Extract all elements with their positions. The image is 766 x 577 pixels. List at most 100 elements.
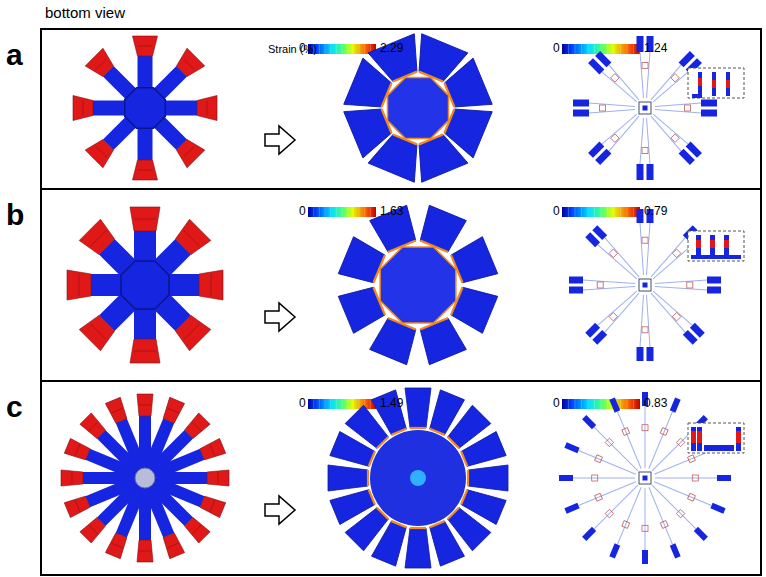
colorbar-tick xyxy=(319,44,320,54)
panel-segment xyxy=(425,519,464,566)
colorbar-tick xyxy=(607,399,608,409)
hinge xyxy=(410,427,426,429)
center-pad xyxy=(135,468,155,488)
serpentine xyxy=(687,282,693,288)
contact-pad xyxy=(637,209,644,223)
flap xyxy=(199,438,225,461)
flap xyxy=(199,270,223,300)
serpentine xyxy=(592,475,598,481)
colorbar-tick xyxy=(568,399,569,409)
hinge xyxy=(410,527,426,529)
inset-shape xyxy=(704,445,734,451)
hinge xyxy=(461,490,467,505)
wire xyxy=(649,293,688,332)
flap xyxy=(64,494,90,517)
hinge xyxy=(391,521,406,527)
colorbar-tick xyxy=(313,207,314,217)
colorbar xyxy=(562,399,640,409)
colorbar-tick xyxy=(627,207,628,217)
inset-frame xyxy=(688,231,744,261)
wire xyxy=(602,293,641,332)
crease xyxy=(207,101,208,116)
contact-pad xyxy=(647,347,654,361)
crease xyxy=(72,472,73,484)
flap xyxy=(79,313,117,351)
serpentine xyxy=(676,438,684,446)
wire xyxy=(653,289,692,328)
colorbar-tick xyxy=(342,44,343,54)
crease xyxy=(89,422,97,430)
wire xyxy=(653,69,688,104)
crease xyxy=(192,525,200,533)
center-pad xyxy=(639,102,651,114)
crease xyxy=(210,445,215,456)
inset-shape xyxy=(696,240,701,248)
contact-pad xyxy=(647,164,654,180)
hinge xyxy=(377,508,388,519)
hinge xyxy=(377,437,388,448)
wire xyxy=(655,287,707,291)
wire xyxy=(598,289,637,328)
colorbar-tick xyxy=(325,44,326,54)
center-pad xyxy=(370,430,466,526)
contact-pad xyxy=(592,225,607,240)
hinge xyxy=(369,451,375,466)
contact-pad xyxy=(595,51,611,67)
flap xyxy=(105,397,128,423)
colorbar-tick xyxy=(620,207,621,217)
contact-pad xyxy=(585,323,600,338)
crease xyxy=(96,59,107,70)
wire xyxy=(583,280,635,284)
colorbar-tick xyxy=(336,399,337,409)
wire xyxy=(654,450,711,474)
flap xyxy=(197,96,217,121)
crease xyxy=(192,422,200,430)
view-caption: bottom view xyxy=(45,5,125,22)
crease xyxy=(184,59,195,70)
serpentine xyxy=(642,327,648,333)
colorbar-tick xyxy=(633,399,634,409)
serpentine xyxy=(609,249,617,257)
process-arrow xyxy=(265,303,295,331)
colorbar-tick xyxy=(336,44,337,54)
crease xyxy=(89,525,97,533)
colorbar-value: 0 xyxy=(299,205,306,218)
flap xyxy=(183,516,210,543)
flap xyxy=(199,494,225,517)
wire xyxy=(640,223,644,275)
flap xyxy=(79,219,117,257)
panel-letter: b xyxy=(6,200,24,230)
colorbar-tick xyxy=(359,399,360,409)
flap xyxy=(61,470,83,486)
colorbar-tick xyxy=(581,399,582,409)
wire xyxy=(606,65,641,100)
contact-pad xyxy=(637,347,644,361)
panel-segment xyxy=(328,465,368,491)
crease xyxy=(211,274,212,296)
serpentine xyxy=(692,475,698,481)
colorbar-tick xyxy=(347,399,348,409)
wire xyxy=(602,112,637,147)
flap xyxy=(173,313,211,351)
flap xyxy=(183,413,210,440)
colorbar-tick xyxy=(319,207,320,217)
inset-shape xyxy=(710,240,715,248)
colorbar-tick xyxy=(601,399,602,409)
colorbar-tick xyxy=(325,207,326,217)
crease xyxy=(138,46,153,47)
colorbar xyxy=(562,207,640,217)
colorbar-value: 1.63 xyxy=(380,205,403,218)
colorbar-tick xyxy=(568,44,569,54)
contact-pad xyxy=(707,277,721,284)
center-pad xyxy=(639,279,651,291)
colorbar-tick xyxy=(575,207,576,217)
center-pad xyxy=(639,472,651,484)
serpentine xyxy=(642,62,648,68)
wire xyxy=(617,411,641,468)
flap xyxy=(161,532,184,558)
wire xyxy=(655,478,717,479)
flap xyxy=(73,96,93,121)
wire xyxy=(617,487,641,544)
center-pad xyxy=(643,106,648,111)
contact-pad xyxy=(670,397,681,412)
